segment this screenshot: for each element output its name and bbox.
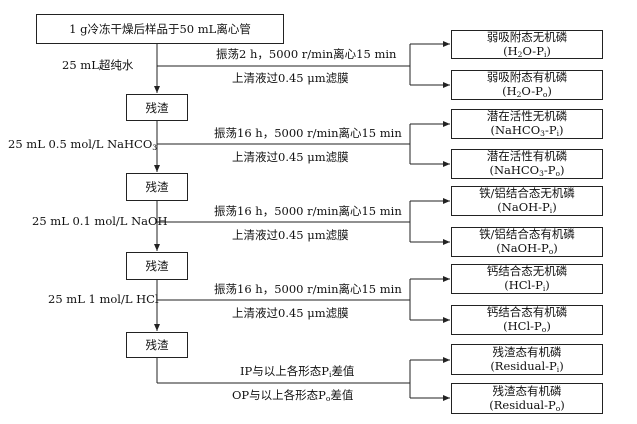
condition-label-4: 振荡16 h，5000 r/min离心15 min [214,282,402,296]
reagent-label-1: 25 mL超纯水 [62,58,134,72]
result-box-hcl-pi: 钙结合态无机磷 (HCl-Pi) [451,264,603,294]
result-box-residual-po: 残渣态有机磷 (Residual-Po) [451,383,603,414]
result-code: (H2O-Po) [502,84,552,99]
result-name: 残渣态有机磷 [492,383,562,398]
reagent-label-3: 25 mL 0.1 mol/L NaOH [32,214,168,228]
sample-box-text: 1 g冷冻干燥后样品于50 mL离心管 [69,22,251,36]
residue-label: 残渣 [145,338,169,352]
filter-label-3: 上清液过0.45 μm滤膜 [232,228,349,242]
condition-label-3: 振荡16 h，5000 r/min离心15 min [214,204,402,218]
result-code: (NaOH-Pi) [497,200,557,215]
reagent-label-4: 25 mL 1 mol/L HCl [48,292,159,306]
result-code: (NaHCO3-Pi) [490,123,564,138]
result-box-naoh-pi: 铁/铝结合态无机磷 (NaOH-Pi) [451,186,603,216]
result-code: (H2O-Pi) [503,43,551,59]
result-name: 钙结合态有机磷 [486,305,568,319]
result-box-hcl-po: 钙结合态有机磷 (HCl-Po) [451,305,603,335]
op-difference-label: OP与以上各形态Po差值 [232,388,354,403]
residue-label: 残渣 [145,259,169,273]
result-box-h2o-po: 弱吸附态有机磷 (H2O-Po) [451,70,603,100]
result-code: (NaOH-Po) [496,241,558,256]
result-name: 潜在活性无机磷 [486,109,568,123]
condition-label-1: 振荡2 h，5000 r/min离心15 min [216,47,397,61]
filter-label-1: 上清液过0.45 μm滤膜 [232,71,349,85]
result-name: 弱吸附态有机磷 [486,70,568,84]
residue-label: 残渣 [145,180,169,194]
residue-box-4: 残渣 [126,332,188,358]
residue-box-2: 残渣 [126,173,188,201]
ip-difference-label: IP与以上各形态Pi差值 [240,364,355,379]
result-name: 钙结合态无机磷 [486,264,568,278]
result-code: (Residual-Pi) [490,358,564,374]
result-box-nahco3-pi: 潜在活性无机磷 (NaHCO3-Pi) [451,109,603,139]
result-name: 潜在活性有机磷 [486,149,568,163]
result-name: 残渣态有机磷 [492,344,562,359]
result-box-residual-pi: 残渣态有机磷 (Residual-Pi) [451,344,603,375]
result-name: 铁/铝结合态有机磷 [479,227,575,241]
condition-label-2: 振荡16 h，5000 r/min离心15 min [214,126,402,140]
result-code: (HCl-Po) [503,319,551,334]
result-code: (HCl-Pi) [504,278,550,293]
filter-label-2: 上清液过0.45 μm滤膜 [232,150,349,164]
reagent-label-2: 25 mL 0.5 mol/L NaHCO3 [8,137,158,152]
result-box-naoh-po: 铁/铝结合态有机磷 (NaOH-Po) [451,227,603,257]
result-box-nahco3-po: 潜在活性有机磷 (NaHCO3-Po) [451,149,603,179]
result-name: 弱吸附态无机磷 [486,29,568,44]
result-code: (NaHCO3-Po) [489,163,565,178]
result-code: (Residual-Po) [489,397,565,413]
filter-label-4: 上清液过0.45 μm滤膜 [232,306,349,320]
result-name: 铁/铝结合态无机磷 [479,186,575,200]
residue-label: 残渣 [145,100,169,115]
sample-box: 1 g冷冻干燥后样品于50 mL离心管 [36,14,284,44]
result-box-h2o-pi: 弱吸附态无机磷 (H2O-Pi) [451,30,603,59]
residue-box-1: 残渣 [126,94,188,121]
residue-box-3: 残渣 [126,252,188,280]
